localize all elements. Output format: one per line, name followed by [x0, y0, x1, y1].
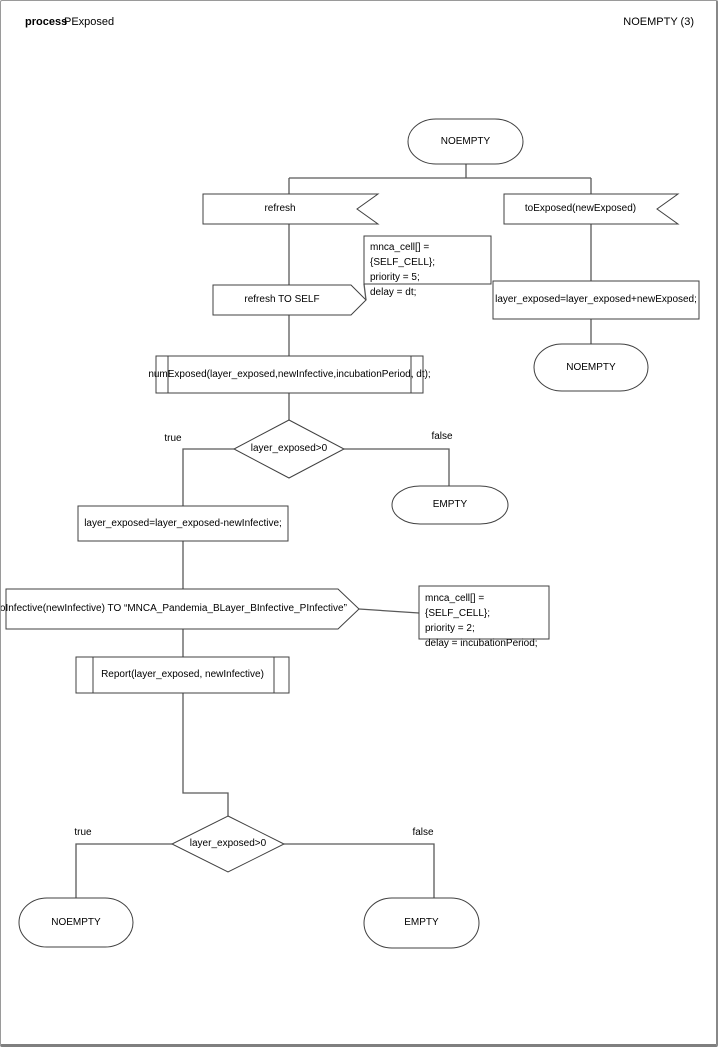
call-report-shape — [75, 656, 290, 694]
send-refresh-self[interactable]: refresh TO SELF — [244, 294, 320, 305]
state-empty-bottom[interactable]: EMPTY — [404, 917, 439, 928]
state-empty-mid-shape — [391, 485, 509, 525]
edge-label-true1: true — [164, 433, 182, 444]
send-toinfective[interactable]: toInfective(newInfective) TO “MNCA_Pande… — [0, 603, 347, 614]
call-numexposed-shape — [155, 355, 424, 394]
edge-label-false1: false — [431, 431, 453, 442]
note-dt-shape — [363, 235, 492, 285]
receive-toexposed[interactable]: toExposed(newExposed) — [524, 203, 637, 214]
receive-toexposed-shape — [503, 193, 680, 225]
state-noempty-right[interactable]: NOEMPTY — [566, 361, 616, 373]
send-toinfective-shape — [5, 588, 360, 630]
note-incubation-shape — [418, 585, 550, 640]
note-incubation[interactable]: mnca_cell[] = {SELF_CELL}; priority = 2;… — [425, 593, 538, 649]
action-sub-shape — [77, 505, 289, 542]
state-noempty-top-shape — [407, 118, 524, 165]
state-noempty-top[interactable]: NOEMPTY — [440, 135, 491, 147]
decision1[interactable]: layer_exposed>0 — [250, 443, 328, 454]
connector-lines — [75, 164, 592, 898]
note-dt[interactable]: mnca_cell[] = {SELF_CELL}; priority = 5;… — [370, 242, 436, 298]
call-numexposed-bars — [167, 356, 412, 393]
action-sub[interactable]: layer_exposed=layer_exposed-newInfective… — [84, 517, 282, 529]
header-diagram-title: PExposed — [64, 16, 115, 28]
call-report-bars — [92, 657, 275, 693]
edge-label-false2: false — [412, 827, 434, 838]
call-numexposed[interactable]: numExposed(layer_exposed,newInfective,in… — [148, 368, 431, 380]
header-process-label: process — [25, 16, 68, 28]
state-noempty-bottom-shape — [18, 897, 134, 948]
state-noempty-right-shape — [533, 343, 649, 392]
state-empty-bottom-shape — [363, 897, 480, 949]
send-refresh-self-shape — [212, 284, 367, 316]
header-state-indicator: NOEMPTY (3) — [623, 16, 694, 28]
action-add-shape — [492, 280, 700, 320]
decision2[interactable]: layer_exposed>0 — [189, 838, 267, 849]
state-noempty-bottom[interactable]: NOEMPTY — [51, 916, 101, 928]
receive-refresh[interactable]: refresh — [264, 203, 296, 214]
action-add[interactable]: layer_exposed=layer_exposed+newExposed; — [495, 294, 697, 305]
edge-label-true2: true — [74, 827, 92, 838]
call-report[interactable]: Report(layer_exposed, newInfective) — [101, 669, 264, 680]
decision2-shape — [170, 815, 286, 873]
decision1-shape — [232, 419, 346, 479]
receive-refresh-shape — [202, 193, 380, 225]
state-empty-mid[interactable]: EMPTY — [432, 499, 468, 510]
